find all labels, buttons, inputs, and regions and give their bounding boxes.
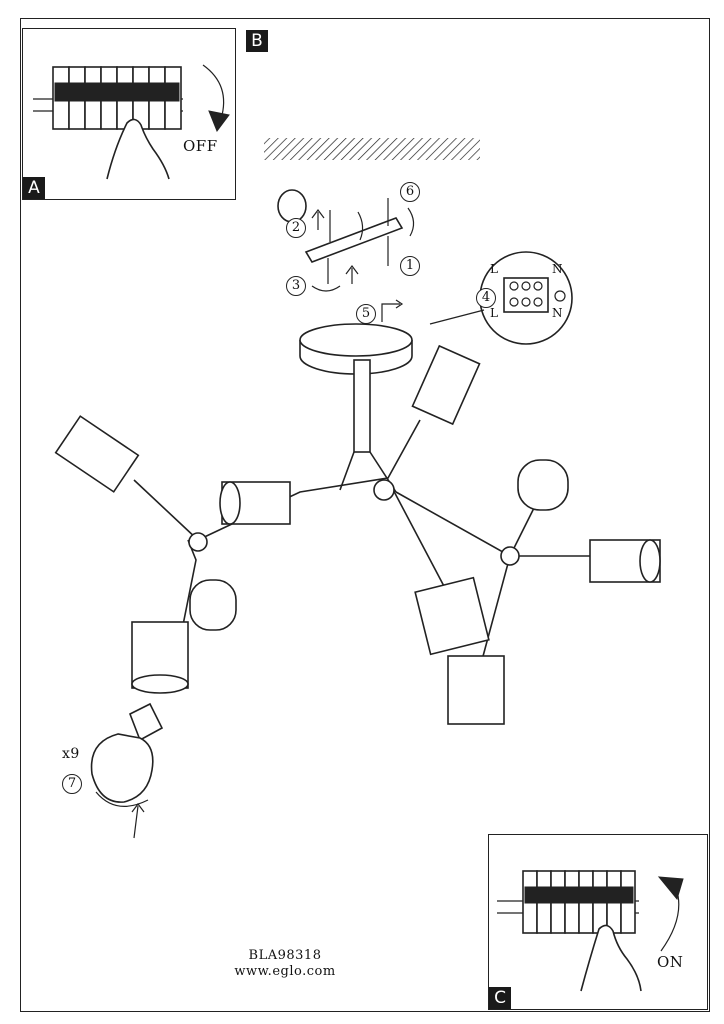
panel-b-tag: B [246, 30, 268, 52]
terminal-l-top: L [490, 262, 499, 276]
breaker-on-illustration [497, 870, 684, 992]
website: www.eglo.com [234, 964, 336, 979]
breaker-modules [52, 66, 182, 130]
terminal-n-top: N [552, 262, 563, 276]
screw-in-arrow-icon [95, 791, 149, 807]
page-frame [20, 18, 710, 1012]
ceiling-hatch [264, 138, 480, 160]
breaker-off-illustration [33, 64, 230, 180]
panel-c-breaker-on: C ON [488, 834, 708, 1010]
step-number-1: 1 [400, 256, 420, 276]
step-number-3: 3 [286, 276, 306, 296]
mounting-bracket [277, 189, 415, 292]
rotate-arrow-icon [381, 299, 404, 322]
hand-icon [106, 118, 170, 180]
panel-c-tag: C [489, 987, 511, 1009]
panel-a-tag: A [23, 177, 45, 199]
step-number-6: 6 [400, 182, 420, 202]
wall-plug-icon [277, 189, 307, 223]
off-label: OFF [183, 137, 218, 155]
breaker-modules-on [522, 870, 636, 934]
hand-on-icon [580, 924, 642, 992]
led-bulb [90, 702, 164, 839]
lamp-sockets [54, 344, 661, 725]
step-number-7: 7 [62, 774, 82, 794]
wiring-callout [429, 251, 573, 345]
ground-icon [554, 290, 566, 302]
step-number-2: 2 [286, 218, 306, 238]
terminal-l-bottom: L [490, 306, 499, 320]
step-number-5: 5 [356, 304, 376, 324]
turn-arrow-icon [202, 64, 225, 120]
panel-a-breaker-off: A OFF [22, 28, 236, 200]
canopy [299, 323, 413, 453]
bulb-quantity: x9 [62, 746, 80, 762]
terminal-n-bottom: N [552, 306, 563, 320]
step-number-4: 4 [476, 288, 496, 308]
on-label: ON [657, 953, 684, 971]
model-number: BLA98318 [248, 948, 322, 963]
